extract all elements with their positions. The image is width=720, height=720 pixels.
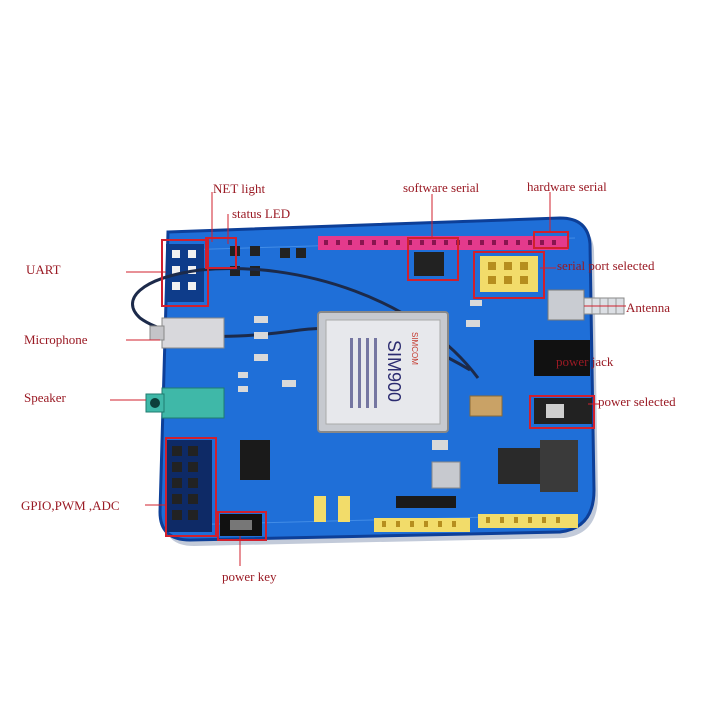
chip-brand: SIMCOM <box>410 332 419 365</box>
chip-model: SIM900 <box>384 340 404 402</box>
black-header-row <box>396 496 456 508</box>
hardware-serial-jumper <box>480 256 538 292</box>
label-hardware-serial: hardware serial <box>527 179 607 194</box>
label-net-light: NET light <box>213 181 266 196</box>
callout-boxes <box>161 231 595 541</box>
black-ic <box>240 440 270 480</box>
power-jack <box>534 340 590 376</box>
crystal <box>469 395 503 417</box>
label-power-selected: power selected <box>598 394 676 409</box>
label-antenna: Antenna <box>626 300 671 315</box>
label-microphone: Microphone <box>24 332 88 347</box>
gray-block <box>431 461 461 489</box>
label-power-jack: power jack <box>556 354 614 369</box>
software-serial-jumper <box>414 252 444 276</box>
top-pink-header <box>318 236 568 250</box>
label-speaker: Speaker <box>24 390 66 405</box>
label-serial-port-selected: serial port selected <box>557 258 655 273</box>
label-status-led: status LED <box>232 206 291 221</box>
speaker-jack <box>145 387 225 419</box>
label-software-serial: software serial <box>403 180 480 195</box>
antenna-connector <box>547 289 625 321</box>
label-uart: UART <box>26 262 61 277</box>
voltage-regulator <box>498 440 578 492</box>
callout-lines <box>110 192 626 566</box>
label-gpio: GPIO,PWM ,ADC <box>21 498 120 513</box>
label-power-key: power key <box>222 569 277 584</box>
microphone-jack <box>149 317 225 349</box>
